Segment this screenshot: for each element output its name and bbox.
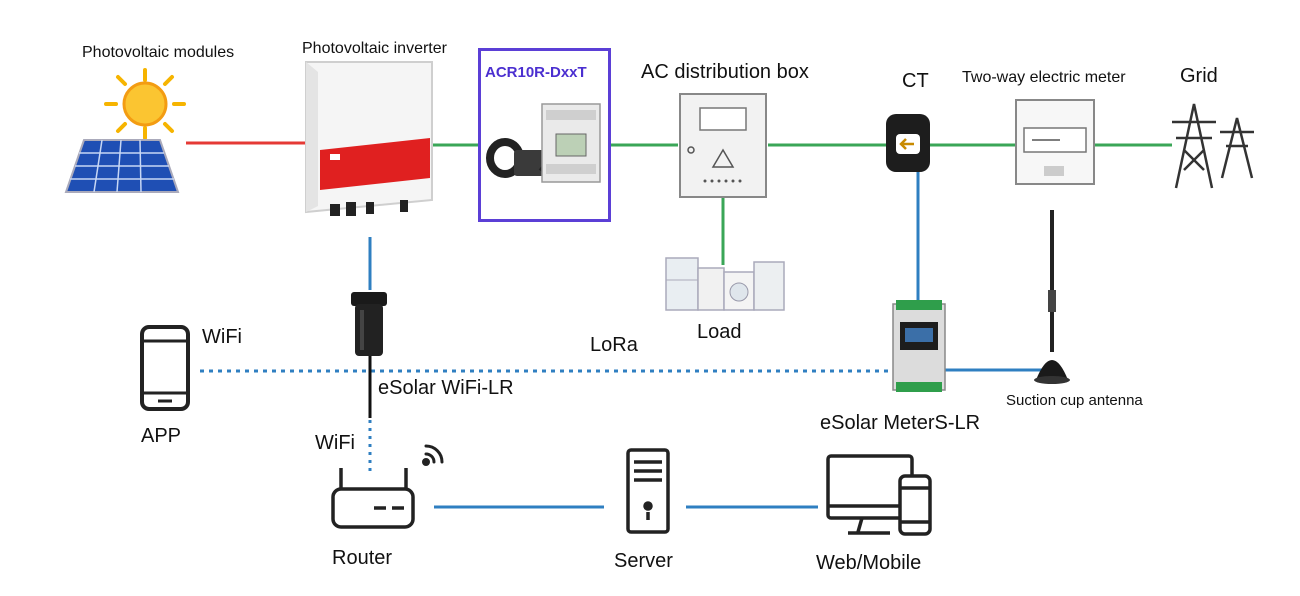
wifi-signal-icon <box>422 444 444 466</box>
label-load: Load <box>697 321 742 343</box>
inverter-icon <box>305 61 433 216</box>
esolar-meter-icon <box>892 300 946 392</box>
ct-sensor-icon <box>886 114 930 172</box>
acr-highlight-box <box>478 48 611 222</box>
label-ct: CT <box>902 70 929 92</box>
label-two-way-meter: Two-way electric meter <box>962 69 1126 86</box>
sun-icon <box>104 68 186 140</box>
din-meter-icon <box>541 103 601 183</box>
appliances-icon <box>665 257 785 311</box>
label-pv-modules: Photovoltaic modules <box>82 44 235 61</box>
label-router: Router <box>332 547 393 569</box>
wifi-dongle-icon <box>351 292 387 356</box>
smartphone-icon <box>140 325 190 411</box>
server-icon <box>626 448 670 534</box>
power-tower-icon <box>1172 103 1254 189</box>
antenna-icon <box>1034 210 1070 384</box>
label-web-mobile: Web/Mobile <box>816 552 922 574</box>
label-wifi-app: WiFi <box>202 326 242 348</box>
label-pv-inverter: Photovoltaic inverter <box>302 40 447 57</box>
label-ac-distribution-box: AC distribution box <box>641 61 809 83</box>
label-app: APP <box>141 425 182 447</box>
solar-panel-icon <box>64 139 180 193</box>
label-lora: LoRa <box>590 334 638 356</box>
label-esolar-meters-lr: eSolar MeterS-LR <box>820 412 981 434</box>
label-server: Server <box>614 550 673 572</box>
label-acr-meter: ACR10R-DxxT <box>485 64 587 81</box>
distribution-box-icon <box>679 93 767 198</box>
label-grid: Grid <box>1180 65 1218 87</box>
two-way-meter-icon <box>1015 99 1095 185</box>
label-esolar-wifi-lr: eSolar WiFi-LR <box>378 377 514 399</box>
label-suction-antenna: Suction cup antenna <box>1006 392 1143 409</box>
monitor-icon <box>826 454 932 536</box>
router-icon <box>331 468 415 529</box>
label-wifi-router: WiFi <box>315 432 355 454</box>
